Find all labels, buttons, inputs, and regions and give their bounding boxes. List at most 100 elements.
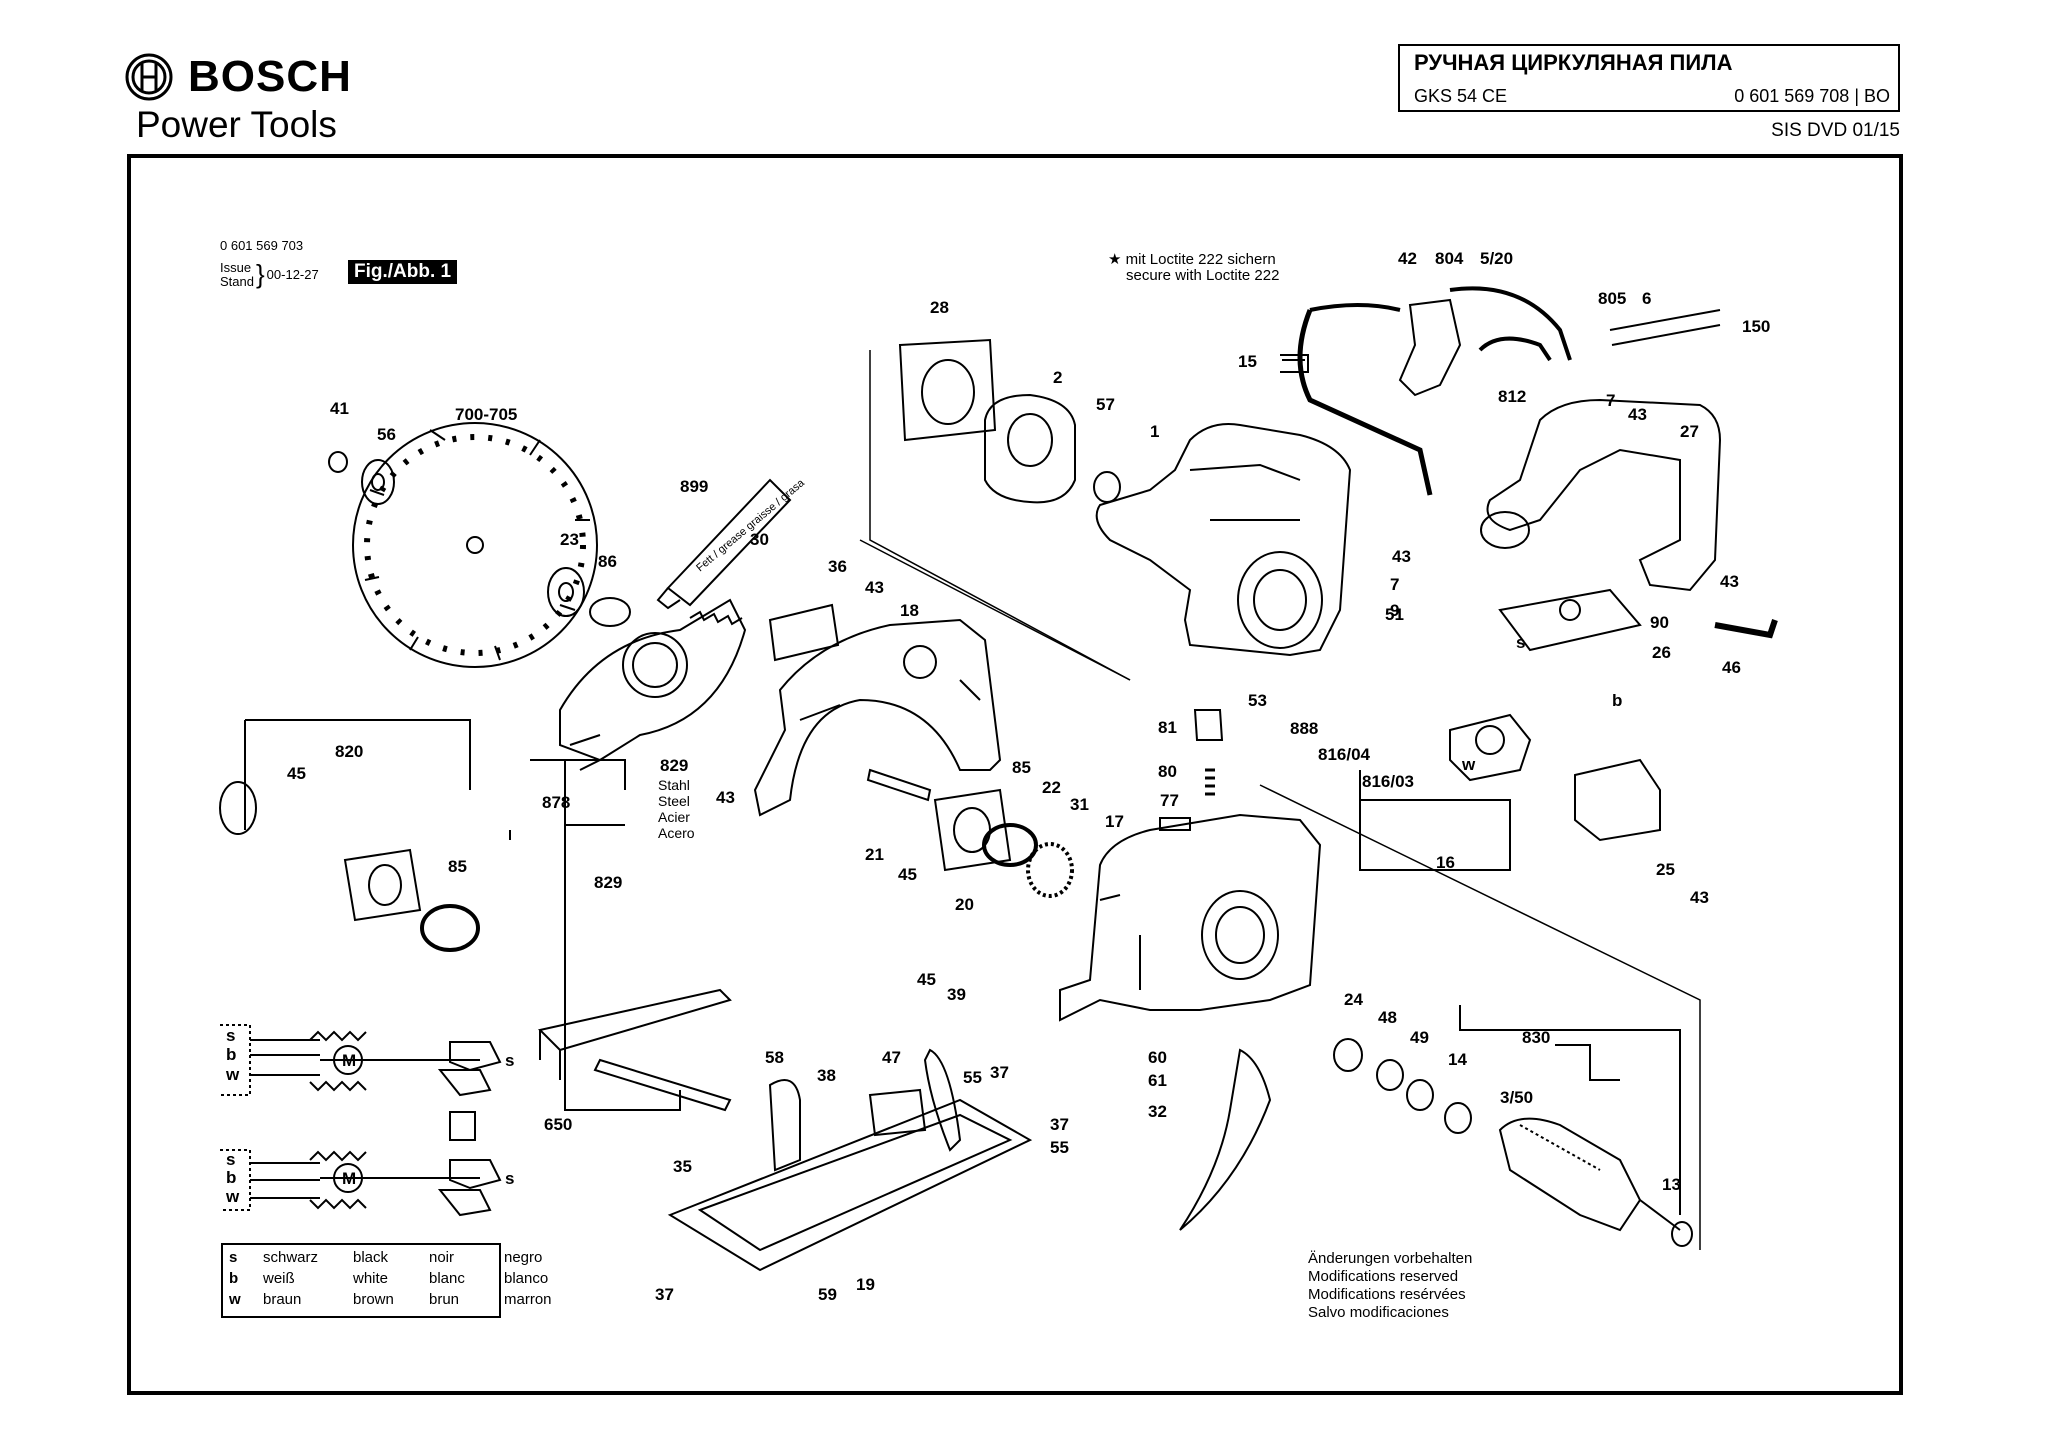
motor-m-2: M (342, 1169, 356, 1188)
part-label-700-705: 700-705 (455, 405, 517, 424)
part-label-24: 24 (1344, 990, 1363, 1009)
part-label-3-50: 3/50 (1500, 1088, 1533, 1107)
part-label-37-b: 37 (1050, 1115, 1069, 1134)
part-label-26: 26 (1652, 643, 1671, 662)
issue-date: 00-12-27 (266, 267, 319, 282)
part-label-829-b: 829 (594, 873, 622, 892)
part-label-25: 25 (1656, 860, 1675, 879)
part-label-81: 81 (1158, 718, 1177, 737)
part-label-899: 899 (680, 477, 708, 496)
part-label-47: 47 (882, 1048, 901, 1067)
part-label-17: 17 (1105, 812, 1124, 831)
part-label-804: 804 (1435, 249, 1464, 268)
part-label-888: 888 (1290, 719, 1318, 738)
part-label-60: 60 (1148, 1048, 1167, 1067)
part-label-2: 2 (1053, 368, 1062, 387)
wire-b-2: b (226, 1168, 236, 1187)
model-code: 0 601 569 708 | BO (1734, 86, 1890, 106)
motor-housing (1095, 423, 1352, 657)
part-label-28: 28 (930, 298, 949, 317)
part-label-7: 7 (1606, 391, 1615, 410)
part-label-18: 18 (900, 601, 919, 620)
part-label-42: 42 (1398, 249, 1417, 268)
base-plate (667, 1098, 1033, 1272)
part-label-30: 30 (750, 530, 769, 549)
part-label-43-c: 43 (1720, 572, 1739, 591)
part-label-41: 41 (330, 399, 349, 418)
issue-label: Issue (220, 259, 252, 275)
part-label-19: 19 (856, 1275, 875, 1294)
note-es: Salvo modificaciones (1308, 1304, 1449, 1321)
part-labels: 41 56 700-705 23 86 899 30 36 43 18 28 2… (287, 249, 1770, 1304)
part-label-812: 812 (1498, 387, 1526, 406)
part-label-43-f: 43 (716, 788, 735, 807)
part-label-150: 150 (1742, 317, 1770, 336)
wire-s-2: s (226, 1150, 235, 1169)
part-label-45-c: 45 (917, 970, 936, 989)
part-label-45-b: 45 (898, 865, 917, 884)
part-label-61: 61 (1148, 1071, 1167, 1090)
field-coil (984, 393, 1076, 504)
loctite-line-1: mit Loctite 222 sichern (1125, 251, 1276, 268)
part-label-23: 23 (560, 530, 579, 549)
part-label-43-d: 43 (1392, 547, 1411, 566)
bosch-armature-icon (125, 53, 173, 101)
part-label-43-e: 43 (1690, 888, 1709, 907)
part-label-80: 80 (1158, 762, 1177, 781)
part-label-37: 37 (990, 1063, 1009, 1082)
note-fr: Modifications resérvées (1308, 1286, 1466, 1303)
brand-name: BOSCH (188, 52, 352, 101)
wire-color-legend: s schwarz black noir negro b weiß white … (221, 1243, 552, 1318)
motor-m-1: M (342, 1051, 356, 1070)
wire-w-2: w (225, 1187, 240, 1206)
material-de: Stahl (658, 777, 690, 793)
lower-guard (559, 598, 747, 771)
part-label-650: 650 (544, 1115, 572, 1134)
wire-s-out-2: s (505, 1169, 514, 1188)
part-label-7-b: 7 (1390, 575, 1399, 594)
part-label-85: 85 (448, 857, 467, 876)
part-label-39: 39 (947, 985, 966, 1004)
part-label-77: 77 (1160, 791, 1179, 810)
part-label-35: 35 (673, 1157, 692, 1176)
part-label-38: 38 (817, 1066, 836, 1085)
part-label-9: 9 (1390, 601, 1399, 620)
stand-label: Stand (220, 273, 254, 289)
modification-notes: Änderungen vorbehalten Modifications res… (1308, 1250, 1472, 1322)
wire-s-out-1: s (505, 1051, 514, 1070)
part-label-49: 49 (1410, 1028, 1429, 1047)
part-label-805: 805 (1598, 289, 1626, 308)
part-label-48: 48 (1378, 1008, 1397, 1027)
upper-guard (753, 618, 1002, 817)
bosch-logo: BOSCH (124, 52, 352, 102)
material-es: Acero (658, 825, 695, 841)
part-label-22: 22 (1042, 778, 1061, 797)
part-label-55-b: 55 (1050, 1138, 1069, 1157)
handle (1480, 398, 1722, 592)
part-label-57: 57 (1096, 395, 1115, 414)
part-label-829: 829 (660, 756, 688, 775)
wire-s-3: s (1516, 633, 1525, 652)
note-de: Änderungen vorbehalten (1308, 1250, 1473, 1267)
sis-version: SIS DVD 01/15 (1771, 120, 1900, 141)
diagram-frame (127, 154, 1903, 1395)
wire-b-1: b (226, 1045, 236, 1064)
grease-label: Fett / grease graisse / grasa (694, 477, 807, 575)
part-label-36: 36 (828, 557, 847, 576)
brand-subtitle: Power Tools (136, 104, 337, 145)
loctite-note: ★ mit Loctite 222 sichern secure with Lo… (1108, 252, 1279, 284)
wire-b-3: b (1612, 691, 1622, 710)
wire-w-3: w (1461, 755, 1476, 774)
part-label-43-b: 43 (1628, 405, 1647, 424)
loctite-line-2: secure with Loctite 222 (1126, 267, 1280, 284)
part-label-53: 53 (1248, 691, 1267, 710)
part-label-14: 14 (1448, 1050, 1467, 1069)
wiring-schematic-1 (220, 1024, 502, 1097)
wire-w-1: w (225, 1065, 240, 1084)
figure-tag: Fig./Abb. 1 (348, 260, 458, 284)
part-label-58: 58 (765, 1048, 784, 1067)
part-label-1: 1 (1150, 422, 1159, 441)
flange-assembly (219, 781, 480, 952)
material-fr: Acier (658, 809, 690, 825)
